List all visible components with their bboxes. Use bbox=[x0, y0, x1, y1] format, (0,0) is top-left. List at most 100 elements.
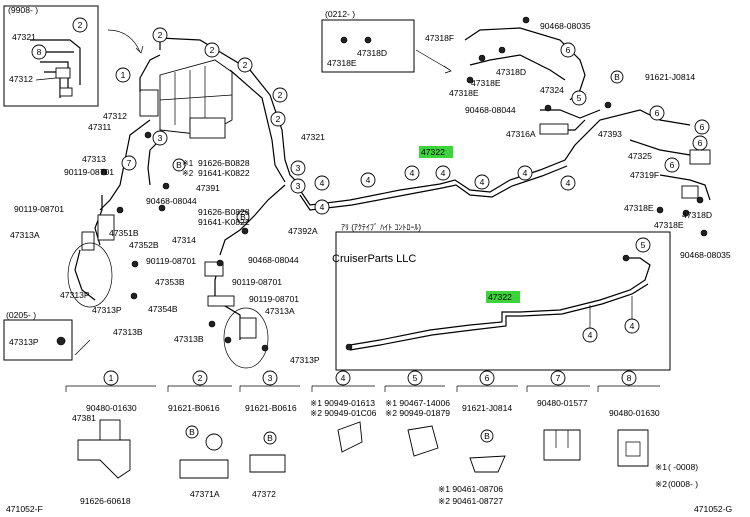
callout-3 bbox=[290, 178, 306, 194]
svg-text:91626-B0828: 91626-B0828 bbox=[198, 158, 250, 168]
svg-text:2: 2 bbox=[78, 20, 83, 30]
svg-text:4: 4 bbox=[523, 168, 528, 178]
label-47312-inset: 47312 bbox=[9, 74, 33, 84]
inset-0212-date: (0212- ) bbox=[325, 9, 355, 19]
svg-text:47313B: 47313B bbox=[174, 334, 204, 344]
legend-callout-4 bbox=[335, 370, 351, 386]
svg-text:47353B: 47353B bbox=[155, 277, 185, 287]
active-height-control-box: ｱﾘ (ｱｸﾃｲﾌﾞ ﾊｲﾄ ｺﾝﾄﾛｰﾙ) 47322 5 4 4 bbox=[335, 223, 671, 371]
svg-text:47313A: 47313A bbox=[265, 306, 295, 316]
callout-3 bbox=[152, 130, 168, 146]
pipe-main-long bbox=[299, 109, 691, 206]
svg-text:47316A: 47316A bbox=[506, 129, 536, 139]
svg-text:91621-J0814: 91621-J0814 bbox=[645, 72, 695, 82]
callout-6 bbox=[692, 135, 708, 151]
callout-5 bbox=[571, 90, 587, 106]
svg-text:90468-08035: 90468-08035 bbox=[540, 21, 591, 31]
svg-text:B: B bbox=[240, 212, 246, 222]
abs-actuator bbox=[139, 59, 233, 139]
svg-text:※2 90461-08727: ※2 90461-08727 bbox=[438, 496, 503, 506]
highlighted-part-47322-box: 47322 bbox=[488, 292, 512, 302]
pipe-main-left-1 bbox=[159, 37, 301, 186]
callout-6 bbox=[649, 105, 665, 121]
callout-2 bbox=[270, 111, 286, 127]
svg-text:91626-B0828: 91626-B0828 bbox=[198, 207, 250, 217]
callout-4 bbox=[435, 165, 451, 181]
callout-3 bbox=[290, 160, 306, 176]
svg-text:47354B: 47354B bbox=[148, 304, 178, 314]
svg-text:90468-08044: 90468-08044 bbox=[465, 105, 516, 115]
inset-0205-date: (0205- ) bbox=[6, 310, 36, 320]
callout-4 bbox=[314, 175, 330, 191]
svg-text:B: B bbox=[614, 72, 620, 82]
svg-text:6: 6 bbox=[700, 122, 705, 132]
legend-callout-1 bbox=[103, 370, 119, 386]
active-box-title: ｱﾘ (ｱｸﾃｲﾌﾞ ﾊｲﾄ ｺﾝﾄﾛｰﾙ) bbox=[341, 223, 421, 232]
svg-text:47392A: 47392A bbox=[288, 226, 318, 236]
svg-text:2: 2 bbox=[210, 45, 215, 55]
svg-text:7: 7 bbox=[556, 373, 561, 383]
svg-text:※1 90461-08706: ※1 90461-08706 bbox=[438, 484, 503, 494]
pipe-callouts: 1 2 2 2 2 2 3 3 3 4 4 4 4 4 4 4 4 5 6 6 … bbox=[115, 27, 710, 224]
inset-0212: (0212- ) 47318D 47318E bbox=[321, 9, 415, 73]
svg-text:47372: 47372 bbox=[252, 489, 276, 499]
svg-text:4: 4 bbox=[341, 373, 346, 383]
svg-text:※1 90949-01613: ※1 90949-01613 bbox=[310, 398, 375, 408]
svg-text:47314: 47314 bbox=[172, 235, 196, 245]
svg-text:47313B: 47313B bbox=[113, 327, 143, 337]
svg-text:47318D: 47318D bbox=[496, 67, 526, 77]
svg-text:4: 4 bbox=[320, 202, 325, 212]
svg-text:91621-B0616: 91621-B0616 bbox=[168, 403, 220, 413]
svg-text:4: 4 bbox=[480, 177, 485, 187]
callout-2 bbox=[152, 27, 168, 43]
svg-text:90119-08701: 90119-08701 bbox=[64, 167, 114, 177]
legend-callout-2 bbox=[192, 370, 208, 386]
hose-47316a bbox=[539, 123, 569, 135]
svg-text:4: 4 bbox=[566, 178, 571, 188]
svg-text:47318E: 47318E bbox=[654, 220, 684, 230]
svg-text:3: 3 bbox=[158, 133, 163, 143]
svg-text:47318E: 47318E bbox=[624, 203, 654, 213]
svg-text:3: 3 bbox=[268, 373, 273, 383]
svg-text:47312: 47312 bbox=[103, 111, 127, 121]
legend-callout-7 bbox=[550, 370, 566, 386]
svg-text:※2 90949-01C06: ※2 90949-01C06 bbox=[310, 408, 377, 418]
svg-text:※1: ※1 bbox=[655, 462, 667, 472]
watermark: CruiserParts LLC bbox=[332, 253, 416, 265]
callout-4 bbox=[517, 165, 533, 181]
svg-text:1: 1 bbox=[109, 373, 114, 383]
callout-4 bbox=[360, 172, 376, 188]
svg-text:90480-01577: 90480-01577 bbox=[537, 398, 588, 408]
svg-text:2: 2 bbox=[198, 373, 203, 383]
svg-text:4: 4 bbox=[441, 168, 446, 178]
callout-4 bbox=[314, 199, 330, 215]
svg-text:47313A: 47313A bbox=[10, 230, 40, 240]
inset-arrow bbox=[107, 29, 141, 53]
svg-text:※1 90467-14006: ※1 90467-14006 bbox=[385, 398, 450, 408]
svg-text:47318E: 47318E bbox=[327, 58, 357, 68]
svg-text:8: 8 bbox=[37, 47, 42, 57]
svg-text:47318E: 47318E bbox=[449, 88, 479, 98]
svg-text:6: 6 bbox=[485, 373, 490, 383]
svg-text:4: 4 bbox=[320, 178, 325, 188]
svg-text:47311: 47311 bbox=[88, 122, 111, 132]
svg-text:4: 4 bbox=[630, 321, 635, 331]
footer-right-id: 471052-G bbox=[694, 504, 733, 514]
legend-callout-5 bbox=[407, 370, 423, 386]
callout-4 bbox=[404, 165, 420, 181]
svg-text:5: 5 bbox=[577, 93, 582, 103]
svg-text:47352B: 47352B bbox=[129, 240, 159, 250]
highlight-47322-main-bg bbox=[419, 146, 453, 158]
svg-text:90119-08701: 90119-08701 bbox=[146, 256, 196, 266]
svg-text:(0008- ): (0008- ) bbox=[668, 479, 698, 489]
svg-text:8: 8 bbox=[627, 373, 632, 383]
svg-text:B: B bbox=[176, 160, 182, 170]
svg-text:47325: 47325 bbox=[628, 151, 652, 161]
legend-callout-3 bbox=[262, 370, 278, 386]
svg-text:91621-B0616: 91621-B0616 bbox=[245, 403, 297, 413]
svg-text:47313P: 47313P bbox=[92, 305, 122, 315]
svg-text:4: 4 bbox=[366, 175, 371, 185]
svg-text:2: 2 bbox=[158, 30, 163, 40]
svg-text:90119-08701: 90119-08701 bbox=[249, 294, 299, 304]
